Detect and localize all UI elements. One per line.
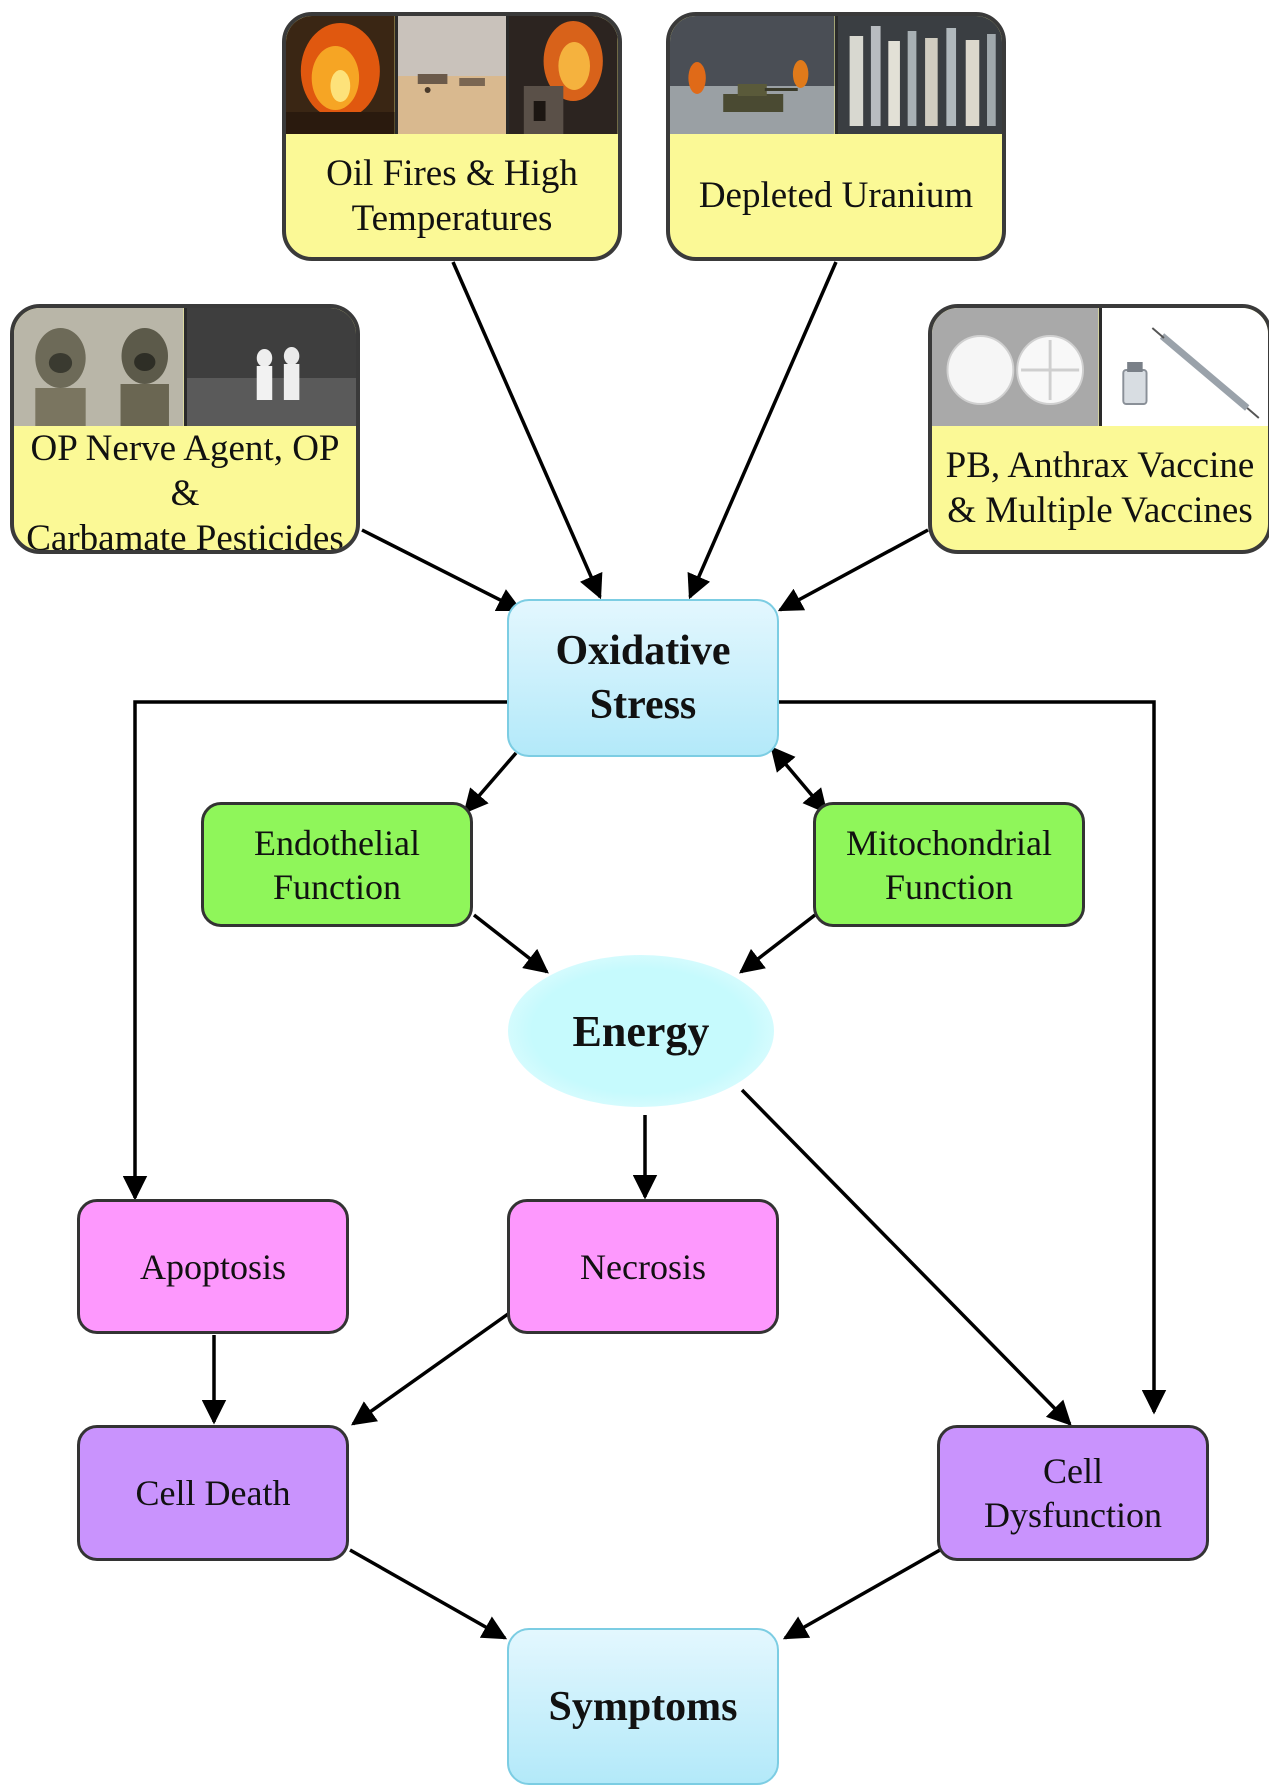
apoptosis-node: Apoptosis xyxy=(77,1199,349,1334)
arrow-energy-to-cell-dysfunction xyxy=(740,1088,1072,1426)
vaccine-syringe-photo xyxy=(1098,308,1268,426)
photo-strip xyxy=(670,16,1002,134)
desert-vehicles-photo xyxy=(394,16,507,134)
photo-strip xyxy=(932,308,1268,426)
exposure-depleted-uranium: Depleted Uranium xyxy=(666,12,1006,261)
photo-strip xyxy=(14,308,356,426)
exposure-label: Depleted Uranium xyxy=(698,175,974,216)
exposure-label: OP Nerve Agent, OP & Carbamate Pesticide… xyxy=(26,428,344,554)
oil-fire-photo xyxy=(286,16,395,134)
cell-dysfunction-node: Cell Dysfunction xyxy=(937,1425,1209,1561)
pb-tablets-photo xyxy=(932,308,1099,426)
arrow-stress-to-endothelial xyxy=(463,751,518,814)
energy-node: Energy xyxy=(508,955,774,1107)
exposure-pb-vaccines: PB, Anthrax Vaccine & Multiple Vaccines xyxy=(928,304,1269,554)
exposure-nerve-agents: OP Nerve Agent, OP & Carbamate Pesticide… xyxy=(10,304,360,554)
arrow-necrosis-to-cell-death xyxy=(351,1312,510,1426)
protective-suits-photo xyxy=(183,308,356,426)
burning-structure-photo xyxy=(506,16,618,134)
arrow-nerve-agents-to-stress xyxy=(361,528,523,612)
oxidative-stress-node: Oxidative Stress xyxy=(507,599,779,757)
exposure-oil-fires: Oil Fires & High Temperatures xyxy=(282,12,622,261)
symptoms-node: Symptoms xyxy=(507,1628,779,1785)
arrow-stress-to-apoptosis xyxy=(122,700,508,1201)
arrow-stress-mitochondrial xyxy=(770,746,828,814)
exposure-label: Oil Fires & High Temperatures xyxy=(326,152,578,239)
arrow-vaccines-to-stress xyxy=(777,528,929,612)
exposure-label: PB, Anthrax Vaccine & Multiple Vaccines xyxy=(945,445,1255,531)
tank-photo xyxy=(670,16,835,134)
arrow-mitochondrial-to-energy xyxy=(739,913,817,974)
arrow-cell-dysfunction-to-symptoms xyxy=(782,1548,941,1640)
gas-mask-soldiers-photo xyxy=(14,308,184,426)
arrow-uranium-to-stress xyxy=(687,261,838,600)
necrosis-node: Necrosis xyxy=(507,1199,779,1334)
mitochondrial-function-node: Mitochondrial Function xyxy=(813,802,1085,927)
munitions-photo xyxy=(834,16,1002,134)
photo-strip xyxy=(286,16,618,134)
endothelial-function-node: Endothelial Function xyxy=(201,802,473,927)
arrow-stress-to-cell-dysfunction xyxy=(779,700,1167,1415)
arrow-cell-death-to-symptoms xyxy=(349,1548,508,1640)
arrow-endothelial-to-energy xyxy=(472,913,549,974)
cell-death-node: Cell Death xyxy=(77,1425,349,1561)
arrow-oil-fires-to-stress xyxy=(451,261,603,600)
